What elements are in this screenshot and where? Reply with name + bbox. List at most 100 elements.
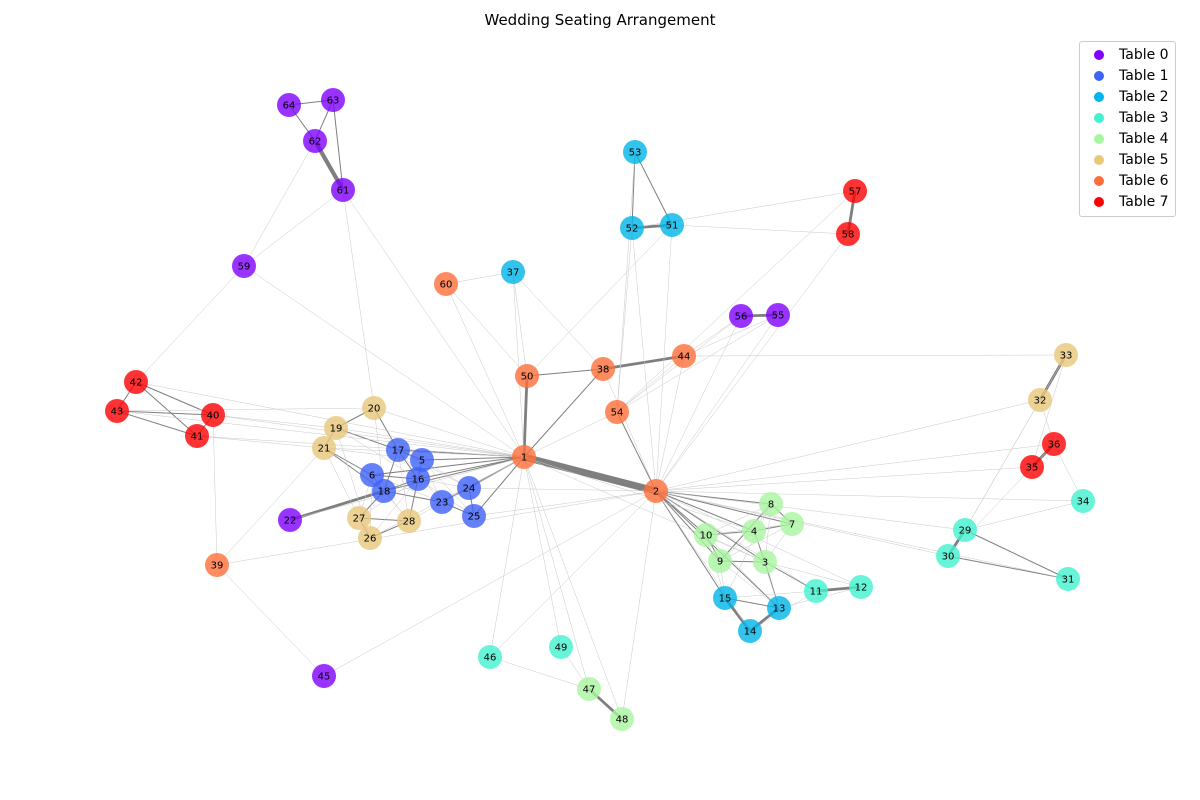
edge-8-15 [724,503,772,599]
guest-node-34: 34 [1071,489,1095,513]
edge-16-26 [369,478,419,539]
guest-node-label: 13 [773,604,786,615]
guest-node-circle [644,479,668,503]
guest-node-47: 47 [577,677,601,701]
edge-48-2 [621,490,657,720]
guest-node-15: 15 [713,586,737,610]
guest-node-circle [410,448,434,472]
edge-1-40 [212,414,525,458]
guest-node-circle [1020,455,1044,479]
guest-node-label: 15 [719,594,732,605]
guest-node-circle [386,438,410,462]
guest-node-circle [591,357,615,381]
edge-50-37 [512,271,528,377]
guest-node-circle [478,645,502,669]
guest-node-label: 50 [521,372,534,383]
guest-node-label: 53 [629,148,642,159]
guest-node-circle [434,272,458,296]
guest-node-1: 1 [512,445,536,469]
edge-44-33 [683,354,1067,357]
guest-node-11: 11 [804,579,828,603]
legend-marker [1094,196,1104,207]
guest-node-label: 46 [484,653,497,664]
guest-node-circle [512,445,536,469]
guest-node-label: 12 [855,583,868,594]
guest-node-circle [515,364,539,388]
legend-item: Table 4 [1080,128,1175,149]
guest-node-circle [549,635,573,659]
edge-52-53 [631,151,636,229]
guest-node-label: 32 [1034,396,1047,407]
guest-node-52: 52 [620,216,644,240]
guest-node-62: 62 [303,129,327,153]
edge-50-51 [526,224,673,377]
edge-38-44 [602,354,685,371]
edge-19-40 [212,414,337,429]
guest-node-label: 23 [436,498,449,509]
edge-2-24 [468,487,657,492]
guest-node-37: 37 [501,260,525,284]
guest-node-label: 1 [521,453,527,464]
guest-node-circle [738,619,762,643]
edge-2-52 [631,227,657,492]
edge-9-13 [719,560,780,609]
edge-1-47 [523,456,590,690]
edge-29-33 [964,354,1067,531]
guest-node-circle [694,523,718,547]
guest-node-circle [205,553,229,577]
guest-node-label: 30 [942,552,955,563]
guest-node-35: 35 [1020,455,1044,479]
guest-node-46: 46 [478,645,502,669]
edge-59-62 [243,140,316,267]
guest-node-label: 62 [309,137,322,148]
edge-21-27 [323,447,360,519]
guest-node-circle [372,479,396,503]
guest-node-label: 58 [842,230,855,241]
guest-node-circle [324,416,348,440]
guest-node-44: 44 [672,344,696,368]
legend-label: Table 1 [1119,67,1169,84]
guest-node-circle [953,518,977,542]
guest-node-label: 51 [666,221,679,232]
legend-label: Table 0 [1119,46,1169,63]
edge-2-58 [655,233,849,492]
edge-35-33 [1031,354,1067,468]
guest-node-3: 3 [753,550,777,574]
guest-node-label: 18 [378,487,391,498]
legend-marker [1094,49,1104,60]
guest-node-circle [105,399,129,423]
edge-10-13 [705,534,780,609]
guest-node-circle [201,403,225,427]
guest-node-circle [362,396,386,420]
guest-node-label: 42 [130,378,143,389]
guest-node-label: 34 [1077,497,1090,508]
guest-node-label: 7 [789,520,795,531]
legend-item: Table 6 [1080,170,1175,191]
guest-node-circle [708,549,732,573]
guest-node-circle [742,519,766,543]
guest-node-58: 58 [836,222,860,246]
guest-node-label: 5 [419,456,425,467]
edge-2-34 [655,490,1084,502]
guest-node-label: 29 [959,526,972,537]
guest-node-label: 55 [772,311,785,322]
guest-node-10: 10 [694,523,718,547]
legend-marker [1094,91,1104,102]
guest-node-label: 16 [412,475,425,486]
guest-node-circle [347,506,371,530]
edge-2-35 [655,466,1033,492]
edge-59-61 [243,189,344,267]
edge-1-5 [421,456,525,461]
guest-node-label: 21 [318,444,331,455]
edge-61-20 [342,189,375,409]
edge-1-3 [523,456,766,563]
edge-46-2 [489,490,657,658]
edge-22-18 [289,489,385,522]
edge-53-54 [616,151,636,413]
legend-item: Table 1 [1080,65,1175,86]
legend-label: Table 3 [1119,109,1169,126]
legend-label: Table 5 [1119,151,1169,168]
edge-61-1 [342,189,525,458]
guest-node-17: 17 [386,438,410,462]
